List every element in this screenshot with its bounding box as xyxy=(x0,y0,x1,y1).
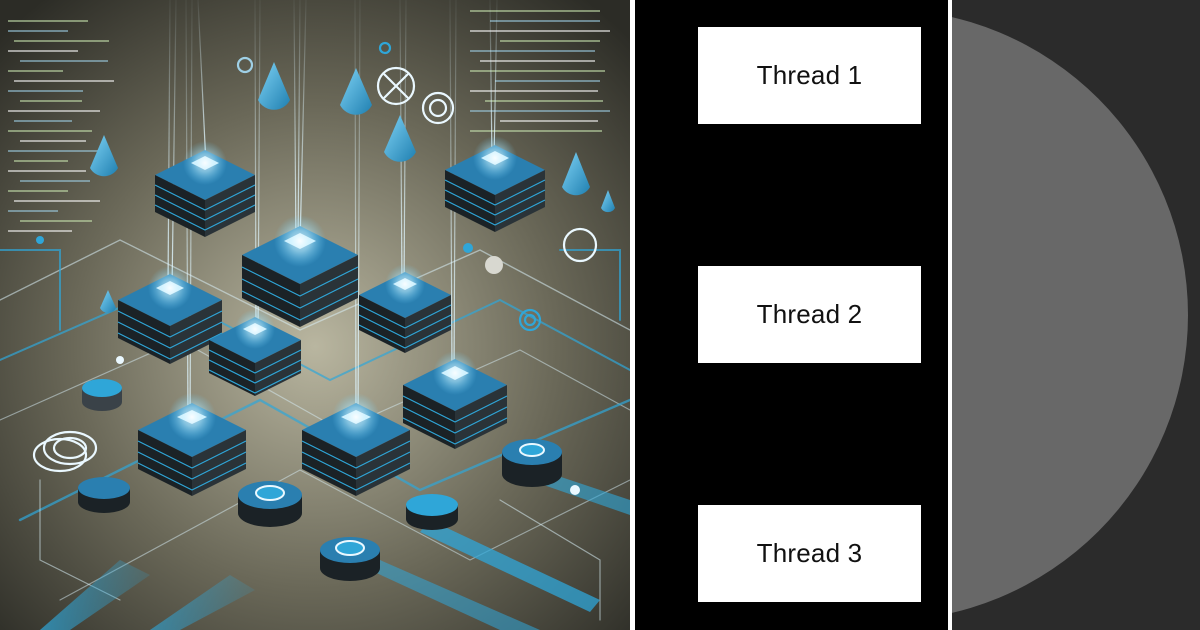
servers xyxy=(117,136,546,496)
thread-box-3: Thread 3 xyxy=(698,505,921,602)
gray-disc xyxy=(952,17,1188,613)
thread-box-1: Thread 1 xyxy=(698,27,921,124)
server-rack xyxy=(208,309,302,396)
thread-label-3: Thread 3 xyxy=(756,538,863,568)
thread-box-2: Thread 2 xyxy=(698,266,921,363)
light-beams xyxy=(167,0,498,419)
server-rack xyxy=(117,266,223,364)
ring-icons xyxy=(32,41,598,473)
server-illustration xyxy=(0,0,630,630)
thread-column: Thread 1 Thread 2 Thread 3 xyxy=(635,0,948,630)
server-rack xyxy=(301,393,411,496)
code-texture-left xyxy=(8,20,114,232)
server-rack xyxy=(154,141,256,237)
server-rack xyxy=(137,393,247,496)
thread-label-1: Thread 1 xyxy=(756,60,863,90)
thread-label-2: Thread 2 xyxy=(756,299,863,329)
cyan-stripes xyxy=(40,470,630,630)
divider-right xyxy=(948,0,952,630)
puck-nodes xyxy=(78,379,562,581)
divider-left xyxy=(630,0,635,630)
disc-panel xyxy=(952,0,1200,630)
server-rack xyxy=(358,264,452,353)
droplet-icons xyxy=(90,62,615,313)
server-rack xyxy=(444,136,546,232)
server-rack xyxy=(402,351,508,449)
code-texture-right xyxy=(470,10,610,132)
node-dots xyxy=(36,236,580,495)
server-rack xyxy=(241,215,359,327)
